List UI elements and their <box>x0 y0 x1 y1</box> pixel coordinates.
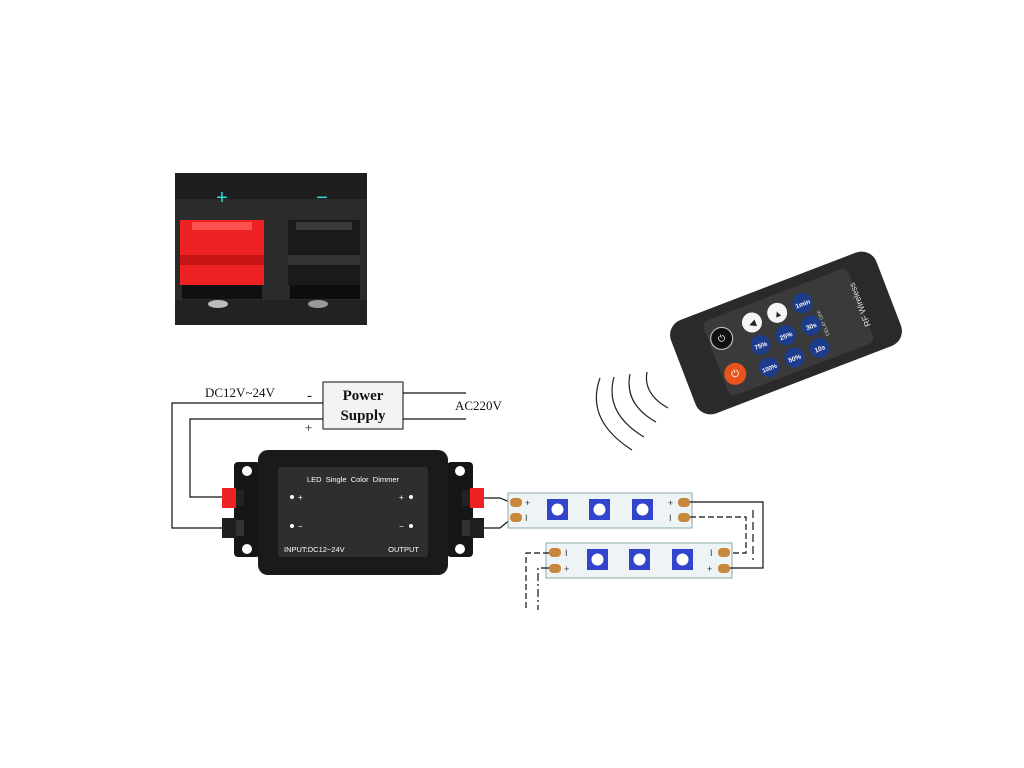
remote-key-10s[interactable]: 10s <box>807 335 833 361</box>
dimmer-in-minus-clip <box>222 518 236 538</box>
dimmer-output-label: OUTPUT <box>388 545 419 554</box>
power-supply-box <box>322 381 404 430</box>
power-supply-title-line2: Supply <box>340 408 386 424</box>
terminal-minus-mark: − <box>316 187 328 209</box>
dimmer-in-minus: − <box>298 522 303 531</box>
remote-key-100[interactable]: 100% <box>756 354 782 380</box>
strip-bottom-led-2 <box>629 549 650 570</box>
strip-bottom-led-1 <box>587 549 608 570</box>
strip-top-right-plus: + <box>668 498 673 508</box>
strip-bottom-left-plus: + <box>564 564 569 574</box>
dimmer-out-plus: + <box>399 493 404 502</box>
strip-bottom-right-plus: + <box>707 564 712 574</box>
svg-text:50%: 50% <box>788 353 803 364</box>
svg-text:100%: 100% <box>762 363 779 374</box>
led-strip-bottom: I + I + <box>545 542 733 579</box>
power-supply: Power Supply AC220V DC12V~24V - + <box>205 381 503 435</box>
svg-text:▲: ▲ <box>772 307 784 320</box>
strip-bottom-led-3 <box>672 549 693 570</box>
strip-interconnect-wires <box>525 501 764 610</box>
power-supply-title-line1: Power <box>343 388 384 404</box>
black-clip <box>288 220 360 308</box>
led-strip-top: + I + I <box>507 492 693 529</box>
svg-text:1min: 1min <box>795 299 812 311</box>
dimmer-in-plus-clip <box>222 488 236 508</box>
svg-text:30s: 30s <box>805 322 818 333</box>
ps-minus-mark: - <box>307 388 312 404</box>
svg-text:◀: ◀ <box>747 317 757 329</box>
ps-plus-mark: + <box>305 420 312 435</box>
red-clip <box>180 220 264 308</box>
terminal-photo: + − <box>175 173 367 325</box>
rf-remote: ⏻ ⏻ ◀ ▲ 1min 75% 25% 30s <box>670 251 902 415</box>
strip-top-left-plus: + <box>525 498 530 508</box>
remote-key-25[interactable]: 25% <box>773 322 799 348</box>
remote-standby-button[interactable]: ⏻ <box>707 324 735 352</box>
svg-text:25%: 25% <box>779 331 794 342</box>
dc-output-label: DC12V~24V <box>205 385 275 400</box>
remote-power-button[interactable]: ⏻ <box>721 360 749 388</box>
remote-key-30s[interactable]: 30s <box>798 313 824 339</box>
remote-key-75[interactable]: 75% <box>748 332 774 358</box>
remote-dim-up-button[interactable]: ▲ <box>764 300 790 326</box>
svg-text:75%: 75% <box>754 341 769 352</box>
input-wires <box>171 402 323 529</box>
dimmer-out-minus-clip <box>470 518 484 538</box>
ac-input-label: AC220V <box>455 398 503 413</box>
strip-top-led-3 <box>632 499 653 520</box>
strip-bottom-right-minus: I <box>710 548 713 558</box>
dimmer-title: LED Single Color Dimmer <box>307 475 400 484</box>
svg-text:⏻: ⏻ <box>730 368 741 381</box>
dimmer-input-label: INPUT:DC12~24V <box>284 545 345 554</box>
strip-top-left-minus: I <box>525 513 528 523</box>
dimmer-out-minus: − <box>399 522 404 531</box>
wireless-waves <box>595 371 669 451</box>
strip-top-right-minus: I <box>669 513 672 523</box>
terminal-plus-mark: + <box>216 187 228 209</box>
remote-dim-down-button[interactable]: ◀ <box>739 310 765 336</box>
strip-top-led-2 <box>589 499 610 520</box>
remote-key-1min[interactable]: 1min <box>789 290 815 316</box>
dimmer-out-plus-clip <box>470 488 484 508</box>
dimmer-in-plus: + <box>298 493 303 502</box>
remote-key-50[interactable]: 50% <box>781 345 807 371</box>
svg-text:⏻: ⏻ <box>717 332 727 344</box>
svg-text:10s: 10s <box>814 344 827 355</box>
dimmer-controller: LED Single Color Dimmer + − + − INPUT:DC… <box>222 450 484 575</box>
strip-top-led-1 <box>547 499 568 520</box>
strip-bottom-left-minus: I <box>565 548 568 558</box>
